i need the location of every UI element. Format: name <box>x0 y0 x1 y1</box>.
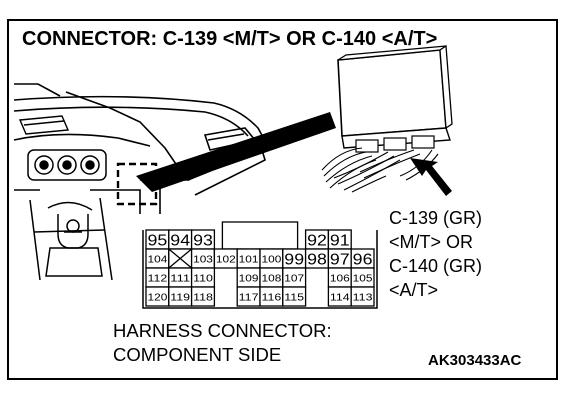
pin-102: 102 <box>216 255 236 266</box>
legend-line-2: <M/T> OR <box>389 232 474 252</box>
pin-101: 101 <box>239 255 259 266</box>
wire-harness <box>321 147 439 193</box>
pin-97: 97 <box>330 252 350 269</box>
pin-95: 95 <box>148 233 168 250</box>
pin-110: 110 <box>193 274 213 285</box>
ecu-module <box>337 44 453 153</box>
pin-118-cell <box>190 286 216 307</box>
climate-controls <box>27 149 107 181</box>
pin-115-cell <box>282 286 307 307</box>
pin-117: 117 <box>239 293 259 304</box>
pin-111: 111 <box>170 274 190 285</box>
pin-120: 120 <box>148 293 168 304</box>
diagram-frame <box>7 19 558 380</box>
connector-key <box>221 221 299 250</box>
connector-arrow <box>410 158 452 196</box>
pin-104: 104 <box>148 255 168 266</box>
pin-114: 114 <box>330 293 350 304</box>
pin-106: 106 <box>330 274 350 285</box>
pin-113: 113 <box>353 293 373 304</box>
harness-label-line-2: COMPONENT SIDE <box>113 344 282 365</box>
empty-cavity-mark <box>168 248 193 269</box>
pin-108: 108 <box>262 274 282 285</box>
pin-94: 94 <box>170 233 190 250</box>
pin-92: 92 <box>307 233 327 250</box>
pin-100: 100 <box>262 255 282 266</box>
pin-93: 93 <box>193 233 213 250</box>
pin-91: 91 <box>330 233 350 250</box>
pin-105: 105 <box>353 274 373 285</box>
connector-housing <box>142 230 378 309</box>
harness-label-line-1: HARNESS CONNECTOR: <box>113 320 332 341</box>
legend-line-4: <A/T> <box>389 280 439 300</box>
center-console <box>29 197 113 281</box>
pin-109: 109 <box>239 274 259 285</box>
pin-113-cell <box>350 286 375 307</box>
pin-118: 118 <box>193 293 213 304</box>
air-vent <box>18 115 70 135</box>
legend-line-1: C-139 (GR) <box>389 208 483 228</box>
pin-99: 99 <box>284 252 304 269</box>
pin-96: 96 <box>353 252 373 269</box>
pin-103: 103 <box>193 255 213 266</box>
figure-code: AK303433AC <box>428 352 522 369</box>
pin-115: 115 <box>284 293 304 304</box>
pin-112: 112 <box>148 274 168 285</box>
pin-98: 98 <box>307 252 327 269</box>
pin-107: 107 <box>284 274 304 285</box>
pin-119: 119 <box>170 293 190 304</box>
zoom-indicator <box>136 112 336 192</box>
pin-116: 116 <box>262 293 282 304</box>
diagram-title: CONNECTOR: C-139 <M/T> OR C-140 <A/T> <box>22 28 438 50</box>
legend-line-3: C-140 (GR) <box>389 256 483 276</box>
